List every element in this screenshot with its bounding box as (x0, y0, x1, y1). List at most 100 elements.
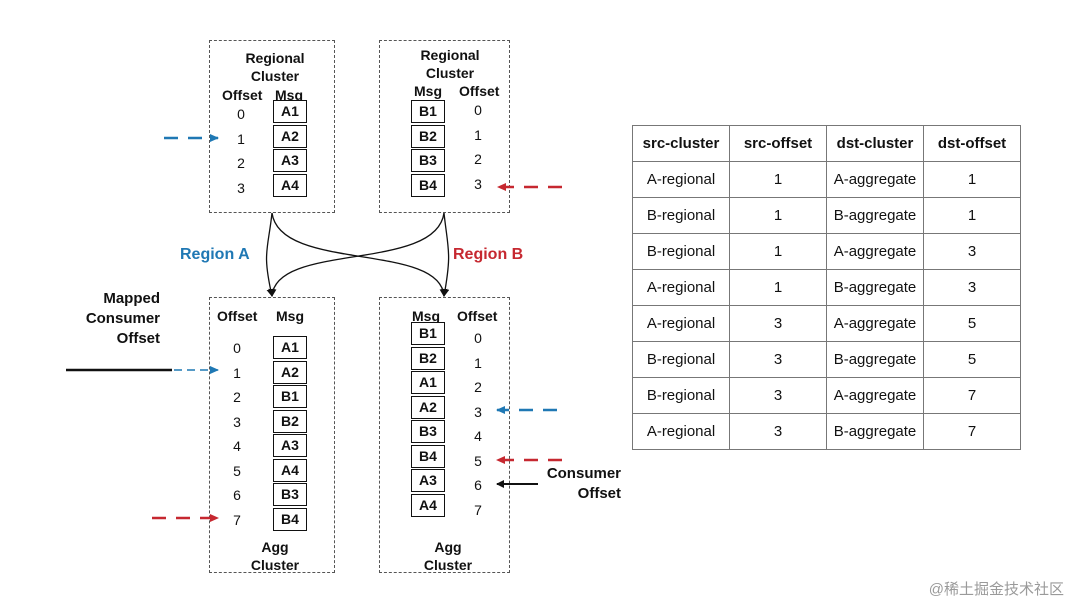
consumer-offset-label: Consumer Offset (520, 464, 621, 504)
table-header-dst-cluster: dst-cluster (826, 125, 924, 162)
message-cell: B3 (273, 483, 307, 506)
table-header-dst-offset: dst-offset (923, 125, 1021, 162)
bottom-right-offset-header: Offset (457, 308, 498, 324)
offset-number: 1 (233, 364, 241, 381)
table-cell: B-regional (632, 341, 730, 378)
top-left-regional-cluster-box (209, 40, 335, 213)
bottom-right-agg-cluster-box (379, 297, 510, 573)
message-cell: A2 (273, 124, 307, 148)
message-cell: B3 (411, 420, 445, 443)
top-left-title: Regional Cluster (225, 49, 325, 85)
top-right-title-line2: Cluster (425, 65, 475, 81)
offset-number: 5 (474, 452, 482, 469)
message-cell: B1 (273, 385, 307, 408)
top-left-offset-header: Offset (222, 87, 263, 103)
bottom-right-footer-line1: Agg (434, 539, 462, 555)
table-cell: B-aggregate (826, 269, 924, 306)
table-cell: A-aggregate (826, 161, 924, 198)
table-cell: 1 (729, 233, 827, 270)
message-cell: B1 (411, 100, 445, 123)
offset-number: 7 (233, 511, 241, 528)
message-cell: B4 (411, 173, 445, 197)
message-cell: B4 (411, 444, 445, 468)
message-cell: B2 (411, 124, 445, 148)
offset-mapping-table: src-cluster src-offset dst-cluster dst-o… (632, 125, 1021, 450)
table-cell: 1 (923, 197, 1021, 234)
table-cell: 3 (923, 233, 1021, 270)
offset-number: 2 (237, 155, 245, 171)
top-left-msg-header: Msg (275, 87, 303, 103)
mapped-consumer-offset-line2: Consumer (85, 310, 160, 327)
top-right-regional-cluster-box (379, 40, 510, 213)
region-b-label: Region B (453, 246, 524, 263)
bottom-right-footer: Agg Cluster (398, 538, 498, 574)
message-cell: A1 (411, 371, 445, 394)
watermark: @稀土掘金技术社区 (928, 581, 1064, 598)
bottom-left-footer: Agg Cluster (225, 538, 325, 574)
table-cell: B-aggregate (826, 197, 924, 234)
message-cell: A4 (273, 458, 307, 482)
table-cell: A-regional (632, 161, 730, 198)
table-cell: A-aggregate (826, 377, 924, 414)
table-cell: B-regional (632, 197, 730, 234)
table-cell: A-regional (632, 269, 730, 306)
table-cell: 3 (729, 413, 827, 450)
offset-number: 2 (474, 379, 482, 395)
offset-number: 3 (237, 179, 245, 196)
table-cell: 1 (729, 269, 827, 306)
bottom-left-agg-cluster-box (209, 297, 335, 573)
table-cell: B-regional (632, 233, 730, 270)
offset-number: 0 (474, 102, 482, 118)
table-cell: 1 (923, 161, 1021, 198)
table-cell: 3 (729, 305, 827, 342)
table-cell: 3 (923, 269, 1021, 306)
table-cell: 1 (729, 197, 827, 234)
offset-number: 1 (474, 126, 482, 143)
table-cell: 5 (923, 305, 1021, 342)
bottom-left-footer-line2: Cluster (250, 557, 300, 573)
replication-curve-a-to-right (271, 212, 448, 297)
table-cell: A-regional (632, 413, 730, 450)
message-cell: A2 (411, 395, 445, 419)
top-right-title-line1: Regional (420, 47, 480, 63)
offset-number: 4 (474, 428, 482, 444)
table-cell: 3 (729, 377, 827, 414)
table-cell: 7 (923, 377, 1021, 414)
message-cell: A3 (411, 469, 445, 492)
message-cell: A4 (273, 173, 307, 197)
top-right-title: Regional Cluster (400, 46, 500, 82)
offset-number: 6 (233, 487, 241, 503)
message-cell: B1 (411, 322, 445, 345)
offset-number: 7 (474, 501, 482, 518)
message-cell: A1 (273, 336, 307, 359)
message-cell: B2 (273, 409, 307, 433)
message-cell: A1 (273, 100, 307, 123)
offset-number: 0 (474, 330, 482, 346)
table-cell: B-regional (632, 377, 730, 414)
offset-number: 3 (474, 403, 482, 420)
table-cell: 7 (923, 413, 1021, 450)
bottom-left-offset-header: Offset (217, 308, 258, 324)
table-cell: 5 (923, 341, 1021, 378)
mapped-consumer-offset-line1: Mapped (103, 290, 160, 307)
offset-number: 3 (474, 175, 482, 192)
message-cell: A4 (411, 493, 445, 517)
table-header-src-cluster: src-cluster (632, 125, 730, 162)
table-cell: A-aggregate (826, 233, 924, 270)
consumer-offset-line2: Offset (577, 485, 621, 502)
table-cell: 1 (729, 161, 827, 198)
mapped-consumer-offset-label: Mapped Consumer Offset (60, 289, 160, 349)
table-header-row: src-cluster src-offset dst-cluster dst-o… (632, 125, 1021, 162)
table-cell: A-regional (632, 305, 730, 342)
top-right-offset-header: Offset (459, 83, 500, 99)
mapped-consumer-offset-line3: Offset (116, 330, 160, 347)
replication-curve-b-to-right (441, 212, 450, 297)
